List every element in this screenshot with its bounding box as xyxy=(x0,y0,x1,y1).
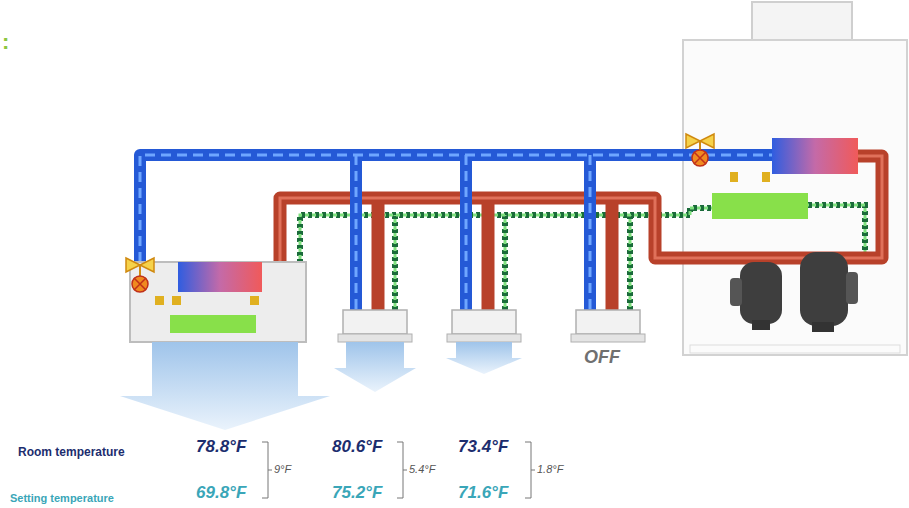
setting-temperature: 71.6°F xyxy=(458,484,508,503)
expansion-valve xyxy=(686,134,714,166)
control-wiring-light xyxy=(300,205,865,326)
outdoor-unit xyxy=(683,2,907,355)
indoor-unit-large xyxy=(120,258,330,430)
room-temperature: 73.4°F xyxy=(458,438,508,457)
cassette-unit-off xyxy=(571,310,645,342)
row-heading: Room temperature xyxy=(18,446,125,459)
room-temperature: 78.8°F xyxy=(196,438,246,457)
expansion-valve xyxy=(126,258,154,292)
compressor xyxy=(730,252,858,332)
temperature-difference: 9°F xyxy=(274,463,291,475)
cassette-unit xyxy=(334,310,416,392)
fragment-mark: : xyxy=(2,30,9,54)
status-text: OFF xyxy=(584,348,620,368)
temperature-difference: 5.4°F xyxy=(409,463,435,475)
cassette-unit xyxy=(446,310,522,374)
outdoor-internals xyxy=(686,134,858,332)
row-heading: Setting temperature xyxy=(10,492,114,504)
control-wiring xyxy=(300,205,865,326)
liquid-pipe-shine xyxy=(140,155,772,312)
gas-pipe xyxy=(280,156,882,312)
temperature-difference: 1.8°F xyxy=(537,463,563,475)
gas-pipe-shine xyxy=(280,156,882,295)
setting-temperature: 69.8°F xyxy=(196,484,246,503)
room-temperature: 80.6°F xyxy=(332,438,382,457)
setting-temperature: 75.2°F xyxy=(332,484,382,503)
liquid-pipe xyxy=(140,155,772,312)
